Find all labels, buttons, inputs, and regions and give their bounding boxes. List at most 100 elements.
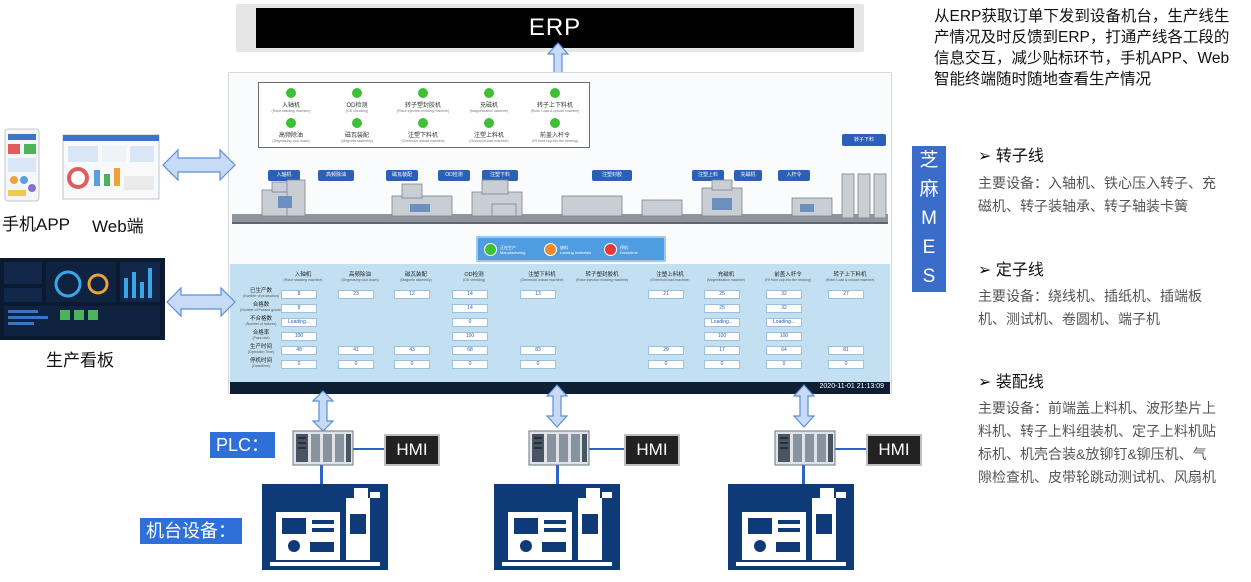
table-cell: 32 (766, 304, 802, 313)
legend-item-label: 磁瓦装配 (344, 133, 369, 139)
production-board-label: 生产看板 (46, 351, 114, 370)
table-column-header: 充磁机(Magnetization machine) (694, 270, 758, 282)
column-title: 注塑上料机 (656, 272, 684, 278)
table-cell: 14 (452, 304, 488, 313)
station-button[interactable]: 注塑封胶 (592, 170, 632, 181)
table-cell: 68 (452, 346, 488, 355)
web-panel-double-arrow (162, 148, 236, 182)
status-legend-en: Downtime (620, 250, 638, 255)
column-title: 高频除油 (348, 272, 371, 278)
mobile-app-label: 手机APP (2, 215, 71, 234)
station-button[interactable]: 入杆令 (778, 170, 810, 181)
table-row-label: 已生产数(Number of production) (238, 286, 284, 298)
legend-item-label: 转子塑封胶机 (404, 103, 441, 109)
table-row-label: 停机时间(Downtime) (238, 356, 284, 368)
legend-item-sublabel: (Rotor injection molding machine) (396, 109, 450, 113)
plc-hmi-wire (352, 448, 384, 450)
mes-char: E (922, 237, 936, 258)
table-row-label: 合格数(Number of Passed goods) (238, 300, 284, 312)
station-button[interactable]: 磁瓦装配 (386, 170, 418, 181)
column-subtitle: (Rotor injection molding machine) (575, 278, 629, 282)
production-board-screenshot (0, 258, 165, 340)
legend-item: 注塑上料机(Overmold load machine) (456, 118, 522, 143)
station-button[interactable]: OD检测 (438, 170, 470, 181)
hmi-panel: HMI (624, 434, 680, 466)
table-cell: Loading... (704, 318, 740, 327)
legend-item: 转子上下料机(Rotor Load & unload machine) (522, 88, 588, 113)
row-title: 已生产数 (249, 288, 272, 294)
table-cell: 29 (648, 346, 684, 355)
column-subtitle: (Fit front cap into the bearing) (765, 278, 811, 282)
table-column-header: 注塑下料机(Overmold unload machine) (510, 270, 574, 282)
status-dot-icon (604, 243, 617, 256)
station-button[interactable]: 入轴机 (268, 170, 300, 181)
table-cell: 100 (704, 332, 740, 341)
table-cell: 25 (704, 290, 740, 299)
row-title: 合格数 (252, 302, 270, 308)
rotor-unload-button[interactable]: 转子下料 (842, 134, 886, 146)
table-cell: 0 (828, 360, 864, 369)
table-cell: 27 (828, 290, 864, 299)
column-subtitle: (Degreasing cool-down) (341, 278, 379, 282)
station-button[interactable]: 充磁机 (734, 170, 762, 181)
table-column-header: 转子上下料机(Rotor Load & unload machine) (818, 270, 882, 282)
table-column-header: 高频除油(Degreasing cool-down) (328, 270, 392, 282)
status-dot-icon (352, 88, 362, 98)
table-column-header: 磁瓦装配(Magnets assembly) (384, 270, 448, 282)
table-cell: 41 (338, 346, 374, 355)
table-cell: 43 (394, 346, 430, 355)
column-title: 前盖入杆令 (774, 272, 802, 278)
table-cell: 23 (338, 290, 374, 299)
legend-item-sublabel: (Magnets assembly) (341, 139, 373, 143)
table-cell: 0 (338, 360, 374, 369)
table-cell: 14 (452, 290, 488, 299)
station-button[interactable]: 注塑上料 (692, 170, 724, 181)
table-row-label: 生产时间(Operation Time) (238, 342, 284, 354)
legend-item-sublabel: (Degreasing cool-down) (272, 139, 310, 143)
legend-item: 入轴机(Rotor stacking machine) (258, 88, 324, 113)
legend-item: 高频除油(Degreasing cool-down) (258, 118, 324, 143)
status-legend-en: Manufacturing (500, 250, 526, 255)
row-title: 不合格数 (249, 316, 272, 322)
status-dot-icon (286, 88, 296, 98)
legend-item-label: 高频除油 (278, 133, 303, 139)
row-subtitle: (Pass rate) (252, 336, 270, 340)
intro-text: 从ERP获取订单下发到设备机台，生产线生产情况及时反馈到ERP，打通产线各工段的… (934, 8, 1230, 88)
status-dot-icon (484, 88, 494, 98)
status-dot-icon (484, 118, 494, 128)
table-cell: Loading... (281, 318, 317, 327)
table-cell: 32 (766, 290, 802, 299)
table-cell: 48 (281, 346, 317, 355)
column-subtitle: (Magnets assembly) (400, 278, 432, 282)
legend-item-label: 注塑下料机 (407, 133, 438, 139)
table-cell: 8 (281, 290, 317, 299)
row-subtitle: (Number of Passed goods) (240, 308, 282, 312)
table-cell: 0 (648, 360, 684, 369)
row-title: 停机时间 (249, 358, 272, 364)
station-button[interactable]: 高频除油 (318, 170, 354, 181)
status-legend-en: Lacking materials (560, 250, 592, 255)
row-subtitle: (Operation Time) (247, 350, 275, 354)
row-title: 生产时间 (249, 344, 272, 350)
mes-char: M (921, 208, 937, 229)
mobile-app-screenshot (4, 128, 40, 202)
legend-item-label: OD检测 (346, 103, 368, 109)
column-subtitle: (Rotor Load & unload machine) (825, 278, 875, 282)
legend-item: 充磁机(Magnetization machine) (456, 88, 522, 113)
legend-item-label: 充磁机 (479, 103, 498, 109)
plc-double-arrow-2 (546, 384, 568, 428)
status-dot-icon (550, 88, 560, 98)
column-subtitle: (Overmold unload machine) (520, 278, 564, 282)
hmi-panel: HMI (866, 434, 922, 466)
table-cell: 0 (452, 360, 488, 369)
table-column-header: 注塑上料机(Overmold load machine) (638, 270, 702, 282)
station-button[interactable]: 注塑下料 (482, 170, 518, 181)
cnc-machine-icon (262, 484, 388, 570)
erp-banner: ERP (256, 8, 854, 48)
legend-item-label: 注塑上料机 (473, 133, 504, 139)
